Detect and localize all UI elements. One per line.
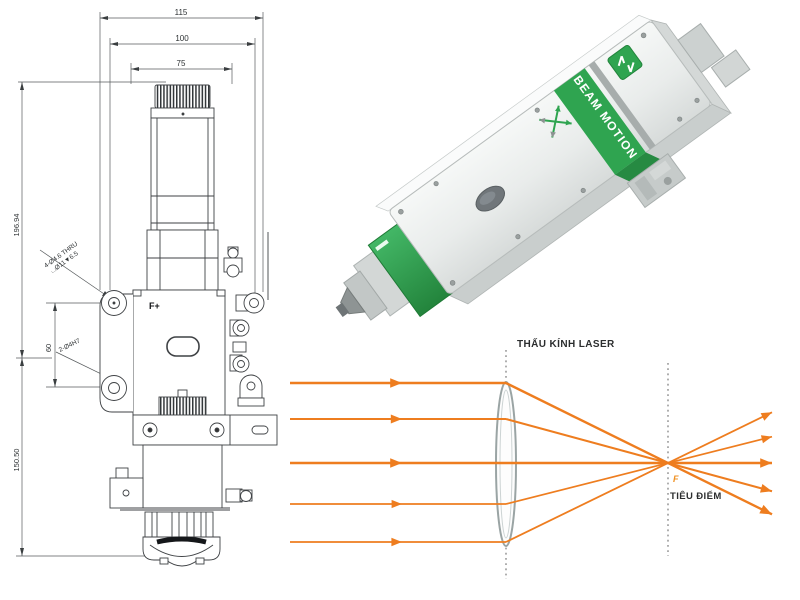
refracted-ray-arrow [759,504,772,515]
incoming-ray-arrow [391,537,402,547]
connector-block [626,153,687,209]
brand-logo-glyph-icon [617,55,635,73]
oval-window-highlight [479,191,496,205]
refracted-ray [505,411,773,543]
incoming-ray-arrow [390,378,402,388]
incoming-ray-arrow [390,414,402,424]
lens-optics-diagram [290,350,773,579]
dim-label-outer-width: 115 [175,8,188,17]
laser-head-outline [99,84,278,567]
laser-head-3d-render: BEAM MOTION [335,14,751,321]
callout-dowel-holes: 2-Ø4H7 [58,337,82,353]
focus-label: TIÊU ĐIỂM [670,491,722,502]
dim-label-hole-spacing: 60 [44,344,53,352]
dimension-arrows [20,16,263,556]
lens-label: THẤU KÍNH LASER [517,339,615,350]
cross-arrows-icon [539,105,572,138]
screw-heads [398,32,700,286]
stripe-side [615,152,665,184]
nozzle-tip [335,302,350,318]
end-fitting [677,22,725,74]
module-label-chip [375,239,389,251]
refracted-ray [505,435,773,505]
incoming-ray-arrow [391,499,402,509]
dim-label-lower-height: 150.50 [12,449,21,472]
beam-motion-stripe [553,68,646,175]
refracted-ray-arrow [760,483,772,493]
nozzle-cone [340,286,366,315]
refracted-ray [505,381,773,516]
dimension-lines [16,12,264,557]
refracted-ray-arrow [760,435,772,444]
technical-drawing-2d: 115 100 75 196.94 150.50 60 4-Ø4.6 THRU … [12,8,278,567]
incoming-ray-arrow [390,458,402,468]
render-body-group: BEAM MOTION [335,14,751,321]
refracted-ray [505,417,773,493]
dim-label-mid-width: 100 [175,34,189,43]
focus-cap-knurled [154,84,211,109]
refracted-ray-arrow [760,412,772,421]
brand-mark-2d: F+ [149,301,160,311]
refracted-ray-arrow [760,458,772,468]
focus-symbol: F [673,474,679,484]
dim-label-inner-width: 75 [177,59,186,68]
render-top-face [389,21,711,294]
end-fitting-lower [710,49,751,88]
dim-label-upper-height: 196.94 [12,214,21,237]
module-seam [588,61,656,150]
